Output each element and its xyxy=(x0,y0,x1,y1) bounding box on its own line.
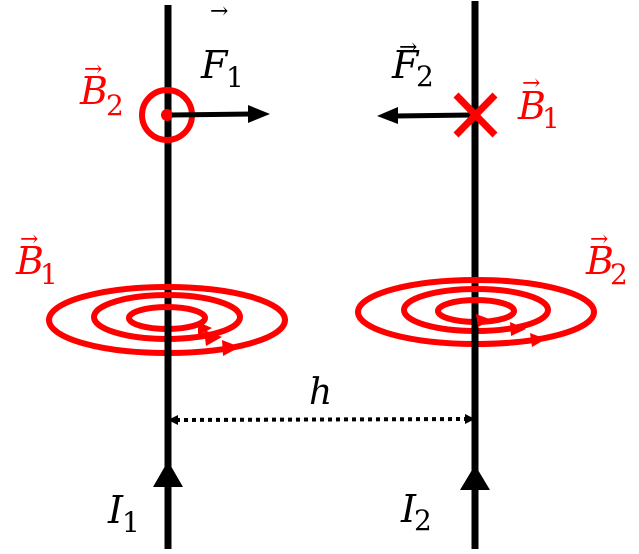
svg-text:→: → xyxy=(210,0,228,24)
svg-text:→: → xyxy=(84,57,102,82)
svg-text:I: I xyxy=(400,487,417,531)
svg-text:F: F xyxy=(391,43,420,87)
field-direction-arrows-wire-2 xyxy=(476,314,546,347)
svg-text:I: I xyxy=(107,488,124,532)
svg-text:B: B xyxy=(79,69,108,113)
svg-text:2: 2 xyxy=(416,60,434,93)
svg-text:F: F xyxy=(200,43,229,87)
label-b1-top: → B 1 xyxy=(517,71,560,135)
current-arrow-2 xyxy=(460,465,490,490)
svg-text:2: 2 xyxy=(414,504,432,537)
label-i1: I 1 xyxy=(107,488,140,539)
svg-text:→: → xyxy=(399,35,417,60)
label-distance: h xyxy=(309,372,332,413)
force-arrow-f1 xyxy=(171,111,253,118)
field-into-page-symbol xyxy=(453,92,498,138)
force-arrow-f2 xyxy=(394,112,473,119)
svg-text:B: B xyxy=(585,239,614,283)
svg-text:1: 1 xyxy=(40,258,58,291)
distance-line xyxy=(175,417,468,422)
svg-text:→: → xyxy=(522,71,540,96)
svg-text:2: 2 xyxy=(106,89,124,122)
current-arrow-1 xyxy=(153,461,183,487)
label-b2-loop: → B 2 xyxy=(585,227,628,291)
label-f1: → F 1 xyxy=(200,0,244,94)
svg-text:B: B xyxy=(517,84,546,128)
svg-text:→: → xyxy=(20,227,38,252)
label-b2-top: → B 2 xyxy=(79,57,124,122)
svg-text:B: B xyxy=(15,239,44,283)
svg-text:2: 2 xyxy=(610,258,628,291)
label-b1-loop: → B 1 xyxy=(15,227,58,291)
svg-text:1: 1 xyxy=(122,506,140,539)
field-direction-arrows-wire-1 xyxy=(198,322,240,356)
svg-text:→: → xyxy=(590,227,608,252)
label-i2: I 2 xyxy=(400,487,432,537)
svg-text:1: 1 xyxy=(542,102,560,135)
label-f2: → F 2 xyxy=(391,35,434,93)
svg-text:1: 1 xyxy=(226,61,244,94)
